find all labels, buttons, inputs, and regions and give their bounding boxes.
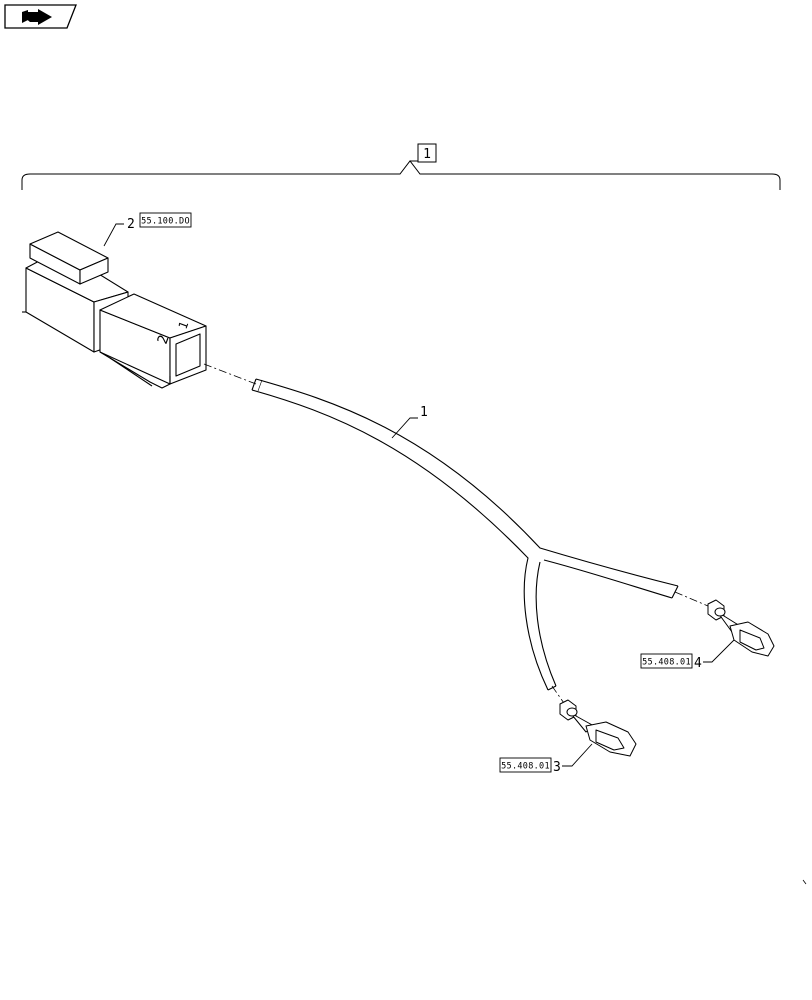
callout-item-4: 55.408.01 4 bbox=[640, 639, 735, 671]
terminal-item-3 bbox=[559, 699, 637, 757]
callout-3-number: 3 bbox=[553, 760, 561, 775]
callout-item-3: 55.408.01 3 bbox=[499, 743, 593, 775]
callout-4-ref: 55.408.01 bbox=[642, 658, 691, 668]
assembly-guide-lines bbox=[203, 363, 709, 707]
corner-mark bbox=[802, 879, 807, 885]
assembly-bracket bbox=[21, 160, 781, 190]
nav-page-icon[interactable] bbox=[4, 4, 77, 29]
callout-3-ref: 55.408.01 bbox=[501, 762, 550, 772]
wire-harness bbox=[251, 378, 679, 691]
callout-1-number: 1 bbox=[420, 405, 428, 420]
connector-housing bbox=[22, 231, 207, 389]
callout-item-2: 2 55.100.DO bbox=[103, 212, 192, 247]
callout-2-number: 2 bbox=[127, 217, 135, 232]
callout-2-ref: 55.100.DO bbox=[141, 217, 190, 227]
assembly-label: 1 bbox=[423, 147, 431, 162]
pin-label-1: 1 bbox=[176, 319, 192, 331]
callout-item-1: 1 bbox=[391, 405, 428, 439]
terminal-item-4 bbox=[707, 599, 775, 657]
callout-4-number: 4 bbox=[694, 656, 702, 671]
assembly-label-box: 1 bbox=[417, 143, 437, 163]
